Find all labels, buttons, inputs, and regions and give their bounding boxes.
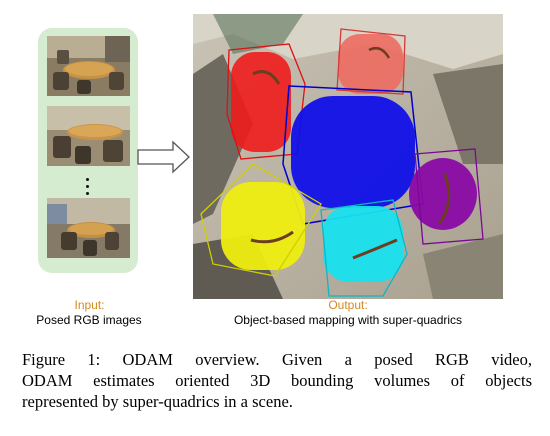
output-description: Object-based mapping with super-quadrics xyxy=(233,313,463,327)
caption-line: ODAM estimates oriented 3D bounding volu… xyxy=(22,371,532,390)
caption-line: Figure 1: ODAM overview. Given a posed R… xyxy=(22,350,532,369)
input-frame-3 xyxy=(47,198,130,258)
input-label: Input: xyxy=(74,298,105,312)
ellipsis-dot xyxy=(86,178,89,181)
ellipsis-dot xyxy=(86,185,89,188)
output-scene-render xyxy=(193,14,503,299)
input-frames-panel xyxy=(38,28,138,273)
arrow-right-icon xyxy=(137,140,190,174)
input-description: Posed RGB images xyxy=(36,313,142,327)
ellipsis-dot xyxy=(86,192,89,195)
figure-caption: Figure 1: ODAM overview. Given a posed R… xyxy=(22,349,532,412)
caption-line: represented by super-quadrics in a scene… xyxy=(22,392,293,411)
output-label: Output: xyxy=(328,298,368,312)
input-frame-1 xyxy=(47,36,130,96)
input-frame-2 xyxy=(47,106,130,166)
